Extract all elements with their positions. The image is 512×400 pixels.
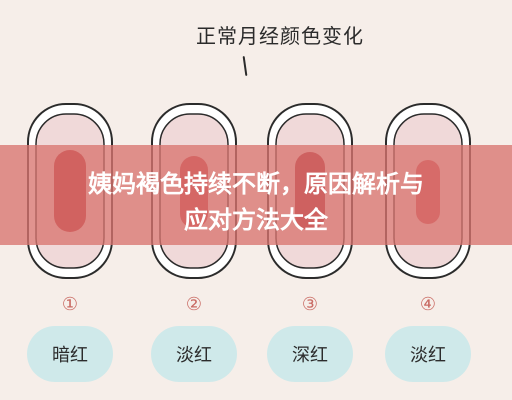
pad-4-number: ④ xyxy=(419,294,437,315)
pad-1-number: ① xyxy=(61,294,79,315)
pad-3-label-text: 深红 xyxy=(292,345,328,366)
pad-2-label-text: 淡红 xyxy=(176,345,212,366)
pad-2-color-label: 淡红 xyxy=(151,326,237,382)
pad-1-label-text: 暗红 xyxy=(52,345,88,366)
pad-2-number: ② xyxy=(185,294,203,315)
pad-3-color-label: 深红 xyxy=(267,326,353,382)
banner-title-line-1: 姨妈褐色持续不断，原因解析与 xyxy=(88,170,424,198)
pad-4-label-text: 淡红 xyxy=(410,345,446,366)
pad-3-number: ③ xyxy=(301,294,319,315)
banner-title: 姨妈褐色持续不断，原因解析与 应对方法大全 xyxy=(0,166,512,238)
pad-1-color-label: 暗红 xyxy=(27,326,113,382)
pad-4-color-label: 淡红 xyxy=(385,326,471,382)
title-banner xyxy=(0,145,512,245)
handwritten-title: 正常月经颜色变化 xyxy=(196,24,364,48)
banner-title-line-2: 应对方法大全 xyxy=(184,206,328,234)
title-stroke-decoration xyxy=(242,55,248,77)
